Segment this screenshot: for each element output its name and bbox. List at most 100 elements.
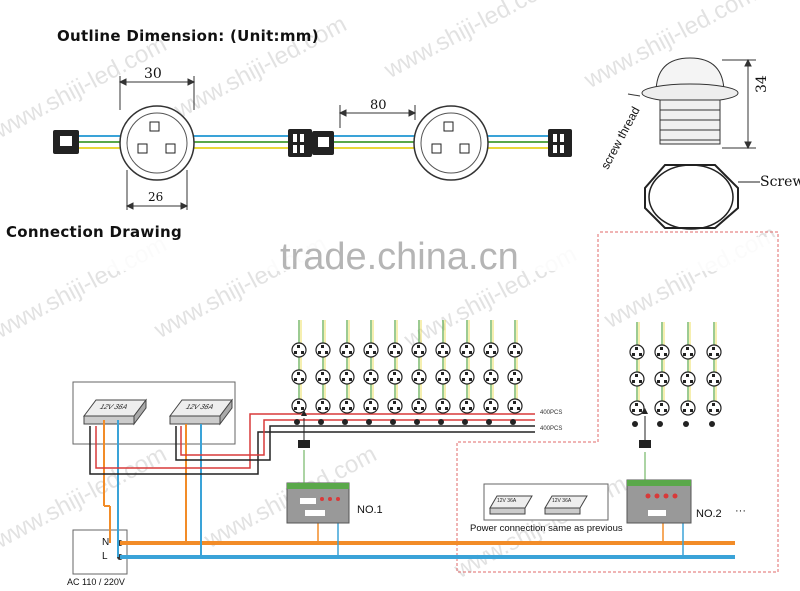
controller-2 — [626, 479, 692, 524]
led-module — [411, 398, 427, 414]
controller-2-label: NO.2 — [696, 508, 722, 520]
pin — [294, 419, 300, 425]
live-label: L — [102, 551, 108, 562]
led-module — [654, 344, 670, 360]
led-module — [654, 400, 670, 416]
led-module — [629, 400, 645, 416]
dimension-34 — [722, 58, 756, 150]
led-module — [629, 371, 645, 387]
led-module — [435, 369, 451, 385]
outline-unit: (Unit:mm) — [230, 27, 319, 45]
led-module — [339, 369, 355, 385]
pin — [390, 419, 396, 425]
colon: : — [218, 27, 231, 45]
led-module — [387, 369, 403, 385]
led-module — [387, 342, 403, 358]
title-mask — [0, 237, 800, 271]
led-module — [435, 342, 451, 358]
connector-left — [53, 130, 79, 154]
dim-26-label: 26 — [148, 190, 164, 204]
led-module — [706, 371, 722, 387]
signal-wires — [298, 408, 651, 483]
dashed-region-2 — [456, 231, 779, 573]
psu-2-label: 12V 36A — [183, 404, 215, 411]
dimension-26 — [125, 170, 189, 210]
dim-80-label: 80 — [370, 98, 387, 113]
led-module — [291, 342, 307, 358]
led-module — [339, 398, 355, 414]
pin — [414, 419, 420, 425]
power-note: Power connection same as previous — [470, 523, 623, 534]
led-module — [315, 398, 331, 414]
led-module — [680, 344, 696, 360]
led-module — [483, 369, 499, 385]
module-grid-1 — [291, 320, 523, 425]
dimension-30 — [118, 76, 196, 110]
module-1 — [119, 105, 195, 181]
led-module — [411, 369, 427, 385]
controller-1-label: NO.1 — [357, 504, 383, 516]
module-grid-2 — [629, 322, 722, 427]
pin — [366, 419, 372, 425]
psu-small-2-label: 12V 36A — [552, 498, 572, 504]
ac-label: AC 110 / 220V — [67, 577, 125, 587]
wire-label-1: 400PCS — [540, 410, 563, 416]
led-module — [435, 398, 451, 414]
led-module — [387, 398, 403, 414]
module-2 — [413, 105, 489, 181]
led-module — [706, 344, 722, 360]
led-module — [706, 400, 722, 416]
pin — [342, 419, 348, 425]
led-module — [680, 371, 696, 387]
trade-watermark: trade.china.cn — [280, 236, 519, 278]
connection-title: Connection Drawing — [6, 223, 183, 241]
controller-1 — [286, 482, 350, 524]
led-module — [483, 342, 499, 358]
led-module — [411, 342, 427, 358]
outline-title: Outline Dimension: (Unit:mm) — [57, 27, 319, 45]
pin — [486, 419, 492, 425]
pin — [683, 421, 689, 427]
led-module — [363, 342, 379, 358]
led-module — [339, 342, 355, 358]
dimension-80 — [338, 105, 417, 128]
pin — [510, 419, 516, 425]
psu-small-1-label: 12V 36A — [497, 498, 517, 504]
psu-icons-small — [483, 483, 609, 521]
led-module — [315, 342, 331, 358]
connector-right — [548, 129, 572, 157]
module-top-view — [644, 164, 760, 230]
led-module — [483, 398, 499, 414]
led-module — [654, 371, 670, 387]
led-module — [363, 398, 379, 414]
led-module — [507, 398, 523, 414]
led-module — [291, 398, 307, 414]
ellipsis-label: ··· — [735, 505, 746, 517]
psu-enclosure — [72, 381, 236, 445]
psu-1-label: 12V 36A — [97, 404, 129, 411]
led-module — [459, 369, 475, 385]
led-module — [315, 369, 331, 385]
led-module — [507, 369, 523, 385]
pin — [632, 421, 638, 427]
led-module — [629, 344, 645, 360]
led-module — [459, 398, 475, 414]
led-module — [291, 369, 307, 385]
mains-wires — [103, 420, 735, 559]
dim-30-label: 30 — [144, 66, 162, 82]
module-side-view — [627, 57, 739, 145]
wire-label-2: 400PCS — [540, 426, 563, 432]
led-module — [459, 342, 475, 358]
neutral-label: N — [102, 537, 110, 548]
pin — [318, 419, 324, 425]
dc-wires — [89, 413, 535, 475]
screw-label: Screw — [760, 174, 800, 190]
connector-middle — [288, 129, 334, 157]
pin — [438, 419, 444, 425]
led-module — [363, 369, 379, 385]
pin — [462, 419, 468, 425]
pin — [709, 421, 715, 427]
led-module — [507, 342, 523, 358]
led-module — [680, 400, 696, 416]
